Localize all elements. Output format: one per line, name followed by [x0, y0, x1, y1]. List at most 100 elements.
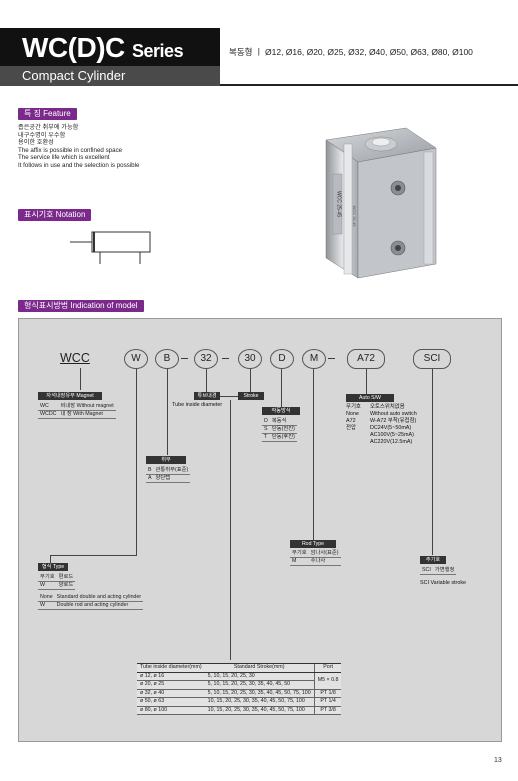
table-row: ø 80, ø 100 10, 15, 20, 25, 30, 35, 40, … [137, 706, 342, 715]
table-cell: 가변행정 [432, 567, 457, 575]
cylinder-symbol-icon [70, 231, 151, 264]
rod-head: Rod Type [290, 540, 336, 548]
table-cell: 5, 10, 15, 20, 25, 30 [204, 672, 315, 681]
header-band [0, 28, 220, 68]
product-photo: WCC 25-45 WCC 32-45 [325, 127, 437, 279]
page-subtitle: Compact Cylinder [22, 68, 126, 83]
table-cell: PT 1/8 [313, 689, 342, 698]
table-cell: 비내장 Without magnet [58, 403, 116, 411]
column-header: Tube inside diameter(mm) [137, 663, 205, 673]
table-row: ø 20, ø 25 5, 10, 15, 20, 25, 30, 35, 40… [137, 680, 341, 690]
magnet-head: 자석내장유무 Magnet [38, 392, 102, 400]
code-m: M [302, 349, 326, 369]
stroke-table: Tube inside diameter(mm) Standard Stroke… [137, 663, 342, 715]
feature-list: 좁은공간 취부에 가능함 내구수명이 우수함 용이한 호환성 The affix… [18, 124, 139, 170]
connector-line [136, 365, 137, 555]
table-cell: PT 3/8 [313, 706, 342, 715]
table-cell: 단동(후진) [269, 433, 297, 442]
table-cell: 양로드 [56, 581, 76, 590]
code-w: W [124, 349, 148, 369]
table-header-row: Tube inside diameter(mm) Standard Stroke… [137, 663, 342, 673]
code-wcc: WCC [60, 351, 90, 365]
table-cell: 편로드 [56, 574, 76, 582]
connector-line [366, 365, 367, 395]
sci-description: SCI Variable stroke [420, 580, 467, 586]
table-cell: 5, 10, 15, 20, 25, 30, 35, 40, 45, 50 [204, 680, 315, 690]
table-cell: 5, 10, 15, 20, 25, 30, 35, 40, 45, 50, 7… [204, 689, 315, 698]
sci-head: 주기호 [420, 556, 446, 564]
table-cell: 복동식 [269, 418, 297, 426]
table-cell: SCI [420, 567, 433, 575]
page-title: WC(D)C Series [22, 28, 184, 71]
list-item: AC220V(12.5mA) [370, 439, 413, 445]
notation-tag: 표시기호 Notation [18, 209, 92, 221]
table-cell: T [262, 433, 270, 442]
table-cell: 수나사 [308, 557, 341, 566]
feature-tag: 특 징 Feature [18, 108, 77, 120]
table-cell: 내 장 With Magnet [58, 410, 116, 419]
title-main: WC(D)C [22, 32, 125, 63]
feature-line: 좁은공간 취부에 가능함 [18, 124, 79, 131]
stroke-head: Stroke [238, 392, 264, 400]
bore-sizes: 복동형 ㅣ Ø12, Ø16, Ø20, Ø25, Ø32, Ø40, Ø50,… [229, 47, 473, 57]
mount-head: 취부 [146, 456, 186, 464]
table-row: ø 50, ø 63 10, 15, 20, 25, 30, 35, 40, 4… [137, 697, 342, 707]
table-cell: ø 12, ø 16 [137, 672, 205, 681]
model-tag: 형식표시방법 Indication of model [18, 300, 144, 312]
code-stroke: 30 [238, 349, 262, 369]
table-row: ø 12, ø 16 5, 10, 15, 20, 25, 30 M5 × 0.… [137, 672, 342, 690]
feature-line: It follows in use and the selection is p… [18, 161, 140, 169]
table-cell: A [146, 474, 154, 483]
title-series: Series [132, 41, 184, 61]
feature-line: The service life which is excellent [18, 154, 110, 162]
code-a72: A72 [347, 349, 385, 369]
page-number: 13 [494, 757, 502, 764]
table-cell: W [38, 581, 57, 590]
connector-line [230, 400, 231, 660]
table-cell: Standard double and acting cylinder [54, 594, 144, 602]
table-cell: ø 20, ø 25 [137, 680, 205, 690]
code-dash: – [181, 351, 188, 365]
connector-line [167, 365, 168, 455]
product-label: WCC 25-45 [336, 191, 342, 217]
feature-line: 용이한 호환성 [18, 139, 54, 147]
table-cell: M5 × 0.8 [313, 672, 342, 690]
table-cell: WC [38, 403, 59, 411]
table-cell: M [290, 557, 309, 566]
feature-line: The affix is possible in confined space [18, 146, 123, 154]
connector-line [281, 365, 282, 407]
connector-line [80, 368, 81, 390]
table-cell: None [38, 594, 55, 602]
action-head: 작동방식 [262, 407, 300, 415]
table-cell: Double rod and acting cylinder [54, 601, 144, 610]
type-head: 형식 Type [38, 563, 68, 571]
table-cell: ø 80, ø 100 [137, 706, 205, 715]
table-cell: 10, 15, 20, 25, 30, 35, 40, 45, 50, 75, … [204, 706, 315, 715]
connector-line [50, 555, 137, 556]
connector-line [50, 555, 51, 563]
list-item: AC100V(5~25mA) [370, 432, 414, 438]
table-cell: W [38, 601, 55, 610]
table-cell: 양단탭 [153, 474, 191, 483]
